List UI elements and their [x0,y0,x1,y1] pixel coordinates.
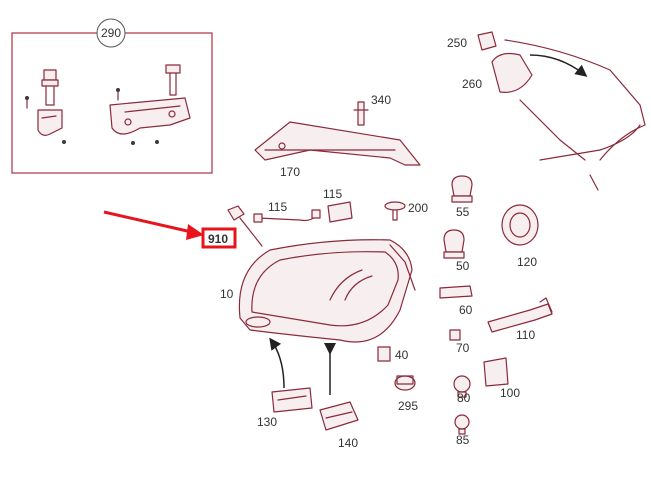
label-85: 85 [456,433,470,447]
label-80: 80 [457,391,471,405]
part-100[interactable]: 100 [483,357,520,400]
label-250: 250 [447,36,467,50]
car-outline [504,39,646,191]
label-115b: 115 [323,187,342,201]
part-115-clip[interactable]: 115 [323,187,353,223]
label-40: 40 [395,348,409,362]
part-120[interactable]: 120 [501,204,539,269]
part-10-headlamp[interactable]: 10 [220,239,416,343]
label-130: 130 [257,415,277,429]
part-140[interactable]: 140 [319,343,359,450]
part-80[interactable]: 80 [453,375,471,405]
label-170: 170 [280,165,300,179]
part-340[interactable]: 340 [353,93,391,126]
label-340: 340 [371,93,391,107]
highlight-box [201,227,237,249]
part-130[interactable]: 130 [257,337,313,429]
label-10: 10 [220,287,234,301]
label-200: 200 [408,201,428,215]
part-70[interactable]: 70 [449,329,470,355]
label-60: 60 [459,303,473,317]
label-110: 110 [516,328,535,342]
part-115-wire[interactable]: 115 [253,200,321,223]
label-290: 290 [101,26,121,40]
label-120: 120 [517,255,537,269]
label-55: 55 [456,205,470,219]
inset-bracket-part [109,64,191,145]
label-260: 260 [462,77,482,91]
part-55[interactable]: 55 [451,175,473,219]
part-85[interactable]: 85 [454,414,470,447]
inset-290[interactable]: 290 [11,18,213,174]
part-110[interactable]: 110 [487,297,553,342]
inset-bolt-part [25,69,66,144]
label-50: 50 [456,259,470,273]
part-260[interactable]: 260 [462,52,588,93]
part-295[interactable]: 295 [394,375,418,413]
label-140: 140 [338,436,358,450]
part-50[interactable]: 50 [443,229,470,273]
part-40[interactable]: 40 [377,346,409,362]
part-170[interactable]: 170 [254,121,421,179]
label-115a: 115 [268,200,287,214]
part-910[interactable]: 910 [103,205,263,249]
highlight-arrow-line [103,210,197,235]
label-910: 910 [208,232,228,246]
highlight-arrow-head [186,224,204,240]
label-295: 295 [398,399,418,413]
label-100: 100 [500,386,520,400]
part-60[interactable]: 60 [439,285,473,317]
part-200[interactable]: 200 [384,201,428,221]
label-70: 70 [456,341,470,355]
part-250[interactable]: 250 [447,31,497,51]
